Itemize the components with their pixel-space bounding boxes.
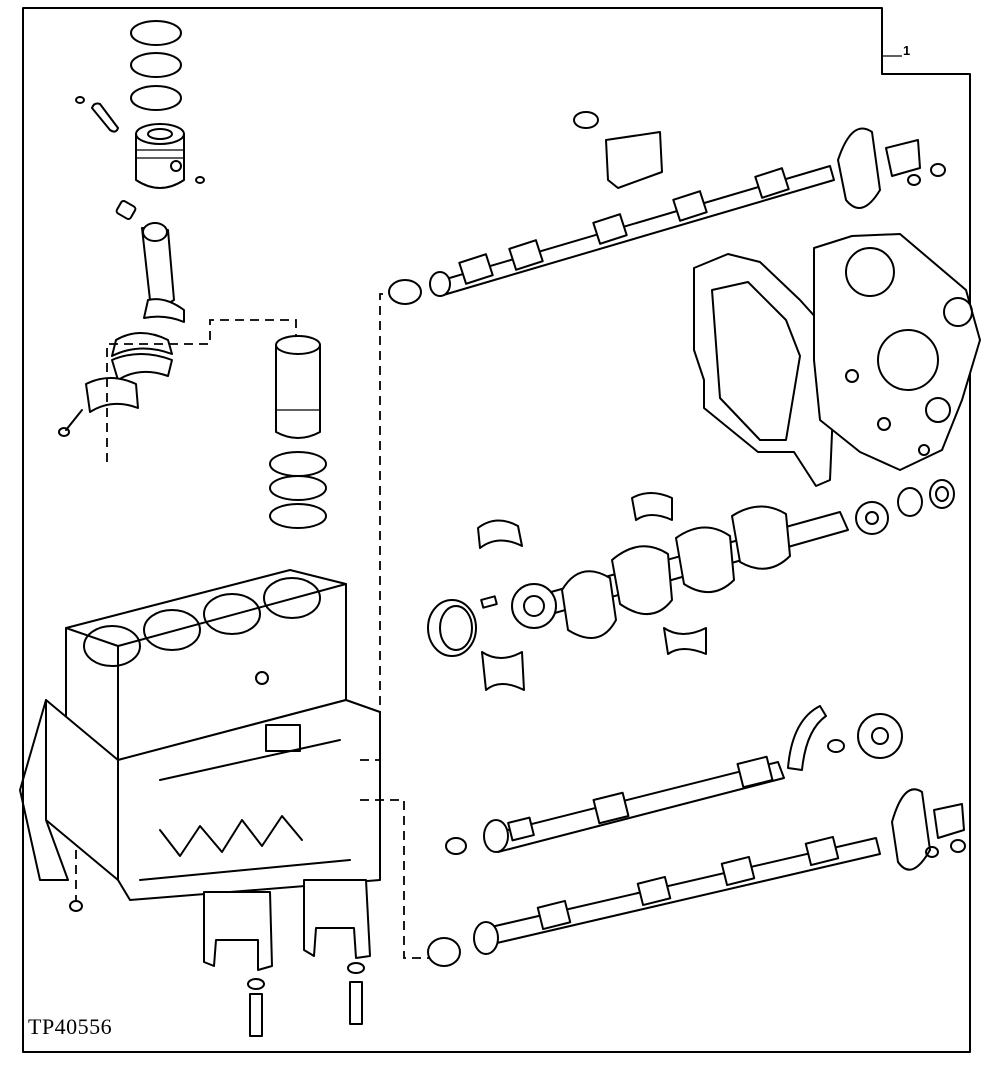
rod-bearing-cap [58,332,173,437]
crankshaft [511,505,849,639]
connecting-rod [115,200,185,323]
main-bearing-caps [203,879,371,1037]
upper-thrust-cap [573,111,663,189]
piston [135,123,185,189]
liner-seals [269,451,327,529]
assembly-leader-camshaft [360,799,430,959]
crank-bearings [477,492,707,691]
upper-camshaft [388,165,835,305]
assembly-leader-liner [106,319,297,462]
lower-camshaft [427,835,881,967]
block-bolt-head [69,900,83,912]
callout-number: 1 [903,43,911,58]
piston-pin [75,96,205,184]
diagram-frame [22,7,971,1053]
upper-cam-plate [837,127,946,209]
cylinder-liner [275,335,321,439]
front-gasket [693,253,837,487]
crank-seal [427,595,498,657]
piston-rings [130,20,182,111]
engine-block [19,569,381,901]
balancer-gear [787,705,903,771]
figure-identifier: TP40556 [28,1014,113,1039]
assembly-leader-main [360,293,396,761]
balancer-shaft [445,755,785,855]
front-plate [813,233,981,471]
crank-gear-washers [855,479,955,535]
lower-cam-plate [891,788,966,871]
